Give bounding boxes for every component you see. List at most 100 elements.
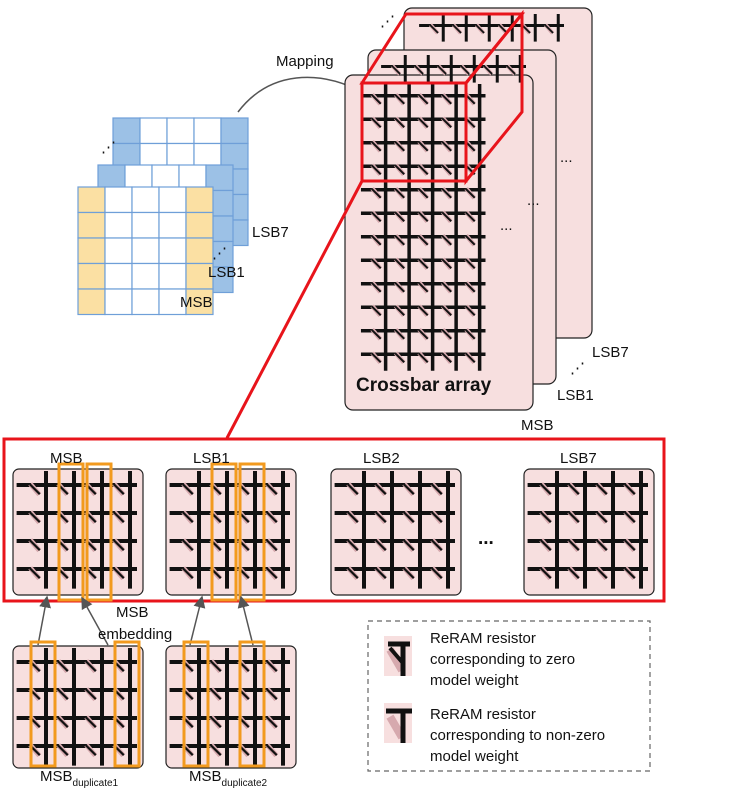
resistor-lead [266,660,278,672]
resistor-lead [394,352,405,363]
resistor-lead [29,483,41,495]
resistor-lead [210,660,222,672]
resistor-lead [568,483,580,495]
matrix-cell [166,117,195,145]
resistor-lead [394,94,405,105]
label-row-lsb7: LSB7 [560,450,597,467]
label-matrix-msb: MSB [180,294,213,311]
zoom-highlight [225,9,526,439]
resistor-lead [418,305,429,316]
resistor-lead [441,235,452,246]
matrix-cell [112,117,141,145]
resistor-lead [57,744,69,756]
resistor-lead [375,511,387,523]
resistor-lead [596,539,608,551]
resistor-lead [624,511,636,523]
resistor-lead [465,352,476,363]
label-matrix-lsb7: LSB7 [252,224,289,241]
resistor-lead [394,258,405,269]
resistor-lead [57,688,69,700]
resistor-lead [85,688,97,700]
label-dup1: MSBduplicate1 [40,768,119,789]
ellipsis-back: ... [560,149,573,166]
matrix-cell [104,211,133,239]
resistor-lead [418,164,429,175]
resistor-lead [418,141,429,152]
matrix-cell [158,237,187,265]
resistor-lead [85,660,97,672]
resistor-lead [57,716,69,728]
resistor-lead [371,94,382,105]
matrix-cell [158,186,187,214]
resistor-lead [394,141,405,152]
highlight-column [113,640,141,768]
resistor-lead [624,483,636,495]
crossbar-stack: ... ... ... ⋰ Crossbar array ⋰ LSB7 LSB1… [344,7,629,434]
matrix-cell [205,164,234,192]
resistor-lead [182,567,194,579]
resistor-lead [596,567,608,579]
resistor-lead [113,511,125,523]
resistor-lead [441,141,452,152]
legend: ReRAM resistor corresponding to zero mod… [367,620,651,772]
resistor-lead [210,716,222,728]
resistor-lead [347,511,359,523]
resistor-lead [371,258,382,269]
legend-zero-line2: corresponding to zero [430,651,575,668]
matrix-cell [77,262,106,290]
resistor-lead [418,117,429,128]
resistor-lead [441,164,452,175]
resistor-lead [210,688,222,700]
resistor-lead [624,567,636,579]
label-msb-embedding-2: embedding [98,626,172,643]
resistor-lead [182,511,194,523]
matrix-cell [131,186,160,214]
resistor-lead [596,483,608,495]
resistor-lead [85,716,97,728]
resistor-lead [465,235,476,246]
label-msb-embedding-1: MSB [116,604,149,621]
resistor-lead [418,94,429,105]
highlight-column [182,640,210,768]
resistor-lead [347,539,359,551]
resistor-lead [624,539,636,551]
matrix-cell [131,237,160,265]
resistor-lead [418,352,429,363]
matrix-cell [77,186,106,214]
matrix-cell [185,186,214,214]
resistor-lead [347,483,359,495]
resistor-lead [85,744,97,756]
resistor-lead [371,305,382,316]
resistor-lead [418,211,429,222]
resistor-lead [113,567,125,579]
resistor-lead [418,235,429,246]
stack-dots-icon-3: ⋰ [570,360,585,377]
label-matrix-lsb1: LSB1 [208,264,245,281]
highlight-column [57,462,85,602]
row-ellipsis: ... [478,528,494,549]
matrix-cell [185,211,214,239]
resistor-lead [394,211,405,222]
resistor-lead [418,329,429,340]
resistor-lead [371,117,382,128]
resistor-lead [441,211,452,222]
resistor-lead [429,24,439,34]
resistor-lead [375,483,387,495]
resistor-lead [441,117,452,128]
resistor-lead [431,539,443,551]
resistor-lead [266,483,278,495]
nonzero-weight-resistor-icon [384,703,412,743]
resistor-lead [113,483,125,495]
legend-nonzero-line2: corresponding to non-zero [430,727,605,744]
label-dup2: MSBduplicate2 [189,768,268,789]
resistor-lead [403,483,415,495]
resistor-lead [394,117,405,128]
label-stack-msb: MSB [521,417,554,434]
resistor-lead [540,567,552,579]
resistor-lead [465,211,476,222]
resistor-lead [394,329,405,340]
label-row-lsb1: LSB1 [193,450,230,467]
bitslice-frame [2,437,666,603]
resistor-lead [375,567,387,579]
